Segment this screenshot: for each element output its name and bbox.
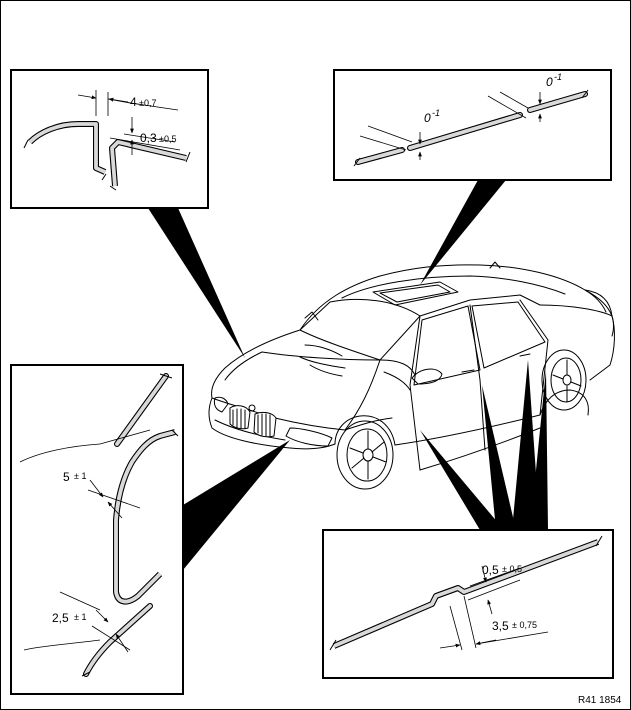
detail-bottom-right: 0,5 ± 0,5 3,5 ± 0,75 [322, 529, 614, 679]
flush-right-sup: -1 [554, 72, 562, 82]
gap-upper-main: 5 [63, 470, 70, 484]
detail-box-frame [333, 69, 612, 181]
detail-box-frame [10, 364, 184, 695]
gap-main-label: 4 [130, 95, 137, 109]
detail-top-left: 4 ±0,7 0,3 ±0,5 [10, 69, 209, 209]
callout-wedges [148, 180, 548, 570]
gap-lower-tol: ± 1 [74, 612, 86, 622]
width-tol: ± 0,75 [512, 620, 537, 630]
offset-tol: ± 0,5 [502, 564, 522, 574]
wedge-bottom-left [183, 440, 290, 570]
figure-ref: R41 1854 [578, 695, 622, 706]
gap-tol-label: ±0,7 [139, 98, 156, 108]
gap-upper-tol: ± 1 [74, 471, 86, 481]
offset-main-label: 0,3 [140, 131, 157, 145]
flush-right-label: 0 [546, 75, 553, 89]
flush-left-label: 0 [424, 111, 431, 125]
wedge-bottom-right-3 [512, 360, 540, 530]
detail-box-frame [10, 69, 209, 209]
offset-tol-label: ±0,5 [159, 134, 176, 144]
wedge-top-left [148, 208, 245, 358]
wedge-bottom-right-2 [482, 385, 516, 530]
wedge-bottom-right-4 [530, 370, 548, 530]
width-main: 3,5 [492, 619, 509, 633]
detail-bottom-left: 5 ± 1 2,5 ± 1 [10, 364, 184, 695]
wedge-top-right [420, 180, 506, 285]
wedge-bottom-right-1 [420, 430, 504, 530]
gap-lower-main: 2,5 [52, 611, 69, 625]
detail-top-right: 0 -1 0 -1 [333, 69, 612, 181]
flush-left-sup: -1 [432, 108, 440, 118]
offset-main: 0,5 [482, 563, 499, 577]
